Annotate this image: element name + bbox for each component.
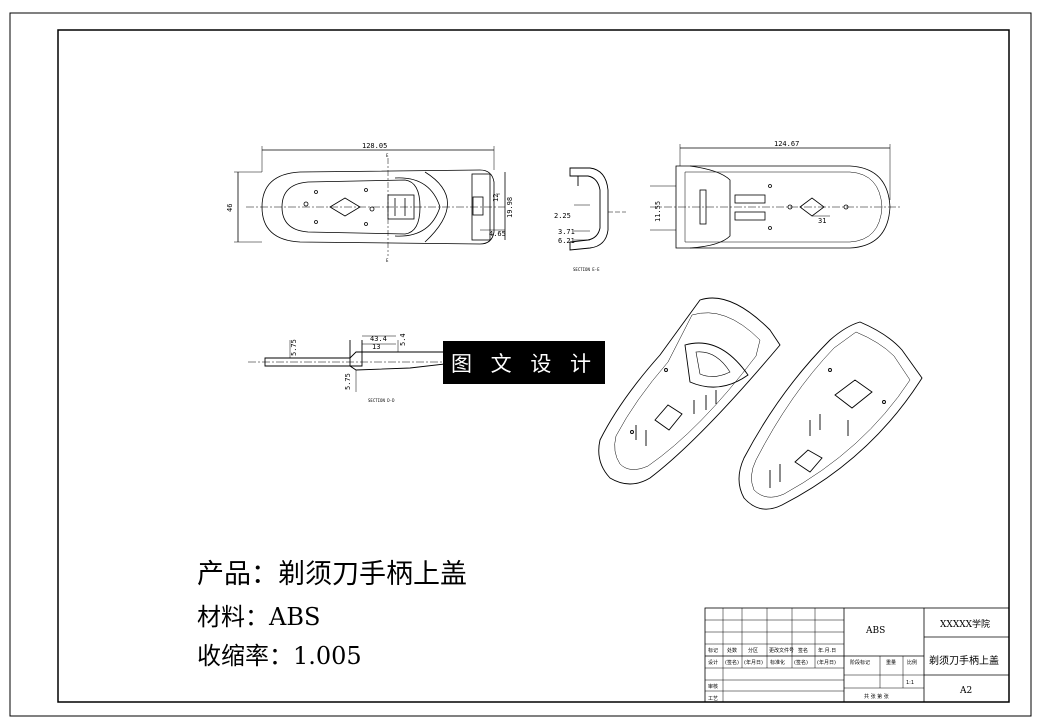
section-label-e-e: SECTION E-E (573, 267, 600, 272)
tb-r2-c4: 标准化 (770, 659, 785, 666)
dim-sec-371: 3.71 (558, 228, 575, 236)
dim-right-1155: 11.55 (654, 201, 662, 222)
section-e-e (569, 167, 626, 251)
tb-r2-c6: (年月日) (817, 659, 836, 666)
section-d-d (248, 335, 460, 392)
dim-sec-225: 2.25 (554, 212, 571, 220)
top-view (234, 146, 506, 256)
bottom-view (650, 144, 900, 249)
dim-side-575b: 5.75 (344, 373, 352, 390)
tb-material: ABS (865, 626, 885, 636)
section-label-d-d: SECTION D-D (368, 398, 395, 403)
dim-sec-621: 6.21 (558, 237, 575, 245)
section-mark-e-top: E (386, 153, 389, 158)
tb-r2-c1: 设计 (708, 659, 718, 666)
dim-side-575: 5.75 (290, 339, 298, 356)
tb-sheet-info: 共 张 第 张 (864, 693, 889, 700)
iso-view-1 (598, 297, 781, 485)
dim-right-length: 124.67 (774, 140, 799, 148)
tb-stage: 阶段标记 (850, 659, 870, 666)
tb-r1-c1: 标记 (708, 647, 718, 654)
dim-right-31: 31 (818, 217, 826, 225)
tb-company: XXXXX学院 (940, 618, 990, 630)
tb-r2-c5: (签名) (794, 659, 808, 666)
dim-side-434: 43.4 (370, 335, 387, 343)
tb-r1-c2: 处数 (727, 647, 737, 654)
watermark-label: 图 文 设 计 (443, 341, 605, 384)
tb-r2-c3: (年月日) (744, 659, 763, 666)
tb-r2-c2: (签名) (725, 659, 739, 666)
tb-sheet-size: A2 (959, 686, 972, 696)
note-product: 产品：剃须刀手柄上盖 (197, 559, 467, 590)
tb-process: 工艺 (708, 696, 718, 702)
dim-side-54: 5.4 (399, 333, 407, 346)
tb-r1-c4: 更改文件号 (769, 647, 794, 654)
title-block (704, 607, 1010, 703)
outer-border (9, 12, 1032, 717)
tb-scale: 比例 (907, 659, 917, 666)
tb-part-name: 剃须刀手柄上盖 (929, 654, 999, 667)
tb-r1-c5: 签名 (798, 647, 808, 654)
inner-border (57, 29, 1010, 703)
tb-r1-c6: 年.月.日 (818, 647, 836, 654)
dim-top-length: 128.05 (362, 142, 387, 150)
note-shrink: 收缩率：1.005 (197, 642, 362, 670)
tb-r1-c3: 分区 (748, 647, 758, 654)
dim-side-13: 13 (372, 343, 380, 351)
dim-top-465: 4.65 (489, 230, 506, 238)
tb-scale-value: 1:1 (906, 680, 914, 686)
note-material: 材料：ABS (197, 603, 321, 631)
iso-view-2 (738, 321, 923, 510)
section-mark-e-bottom: E (386, 258, 389, 263)
dim-top-width: 46 (226, 204, 234, 212)
dim-top-1998: 19.98 (506, 197, 514, 218)
tb-weight: 重量 (886, 659, 896, 666)
dim-top-12: 12 (492, 194, 500, 202)
tb-review: 审核 (708, 683, 718, 690)
